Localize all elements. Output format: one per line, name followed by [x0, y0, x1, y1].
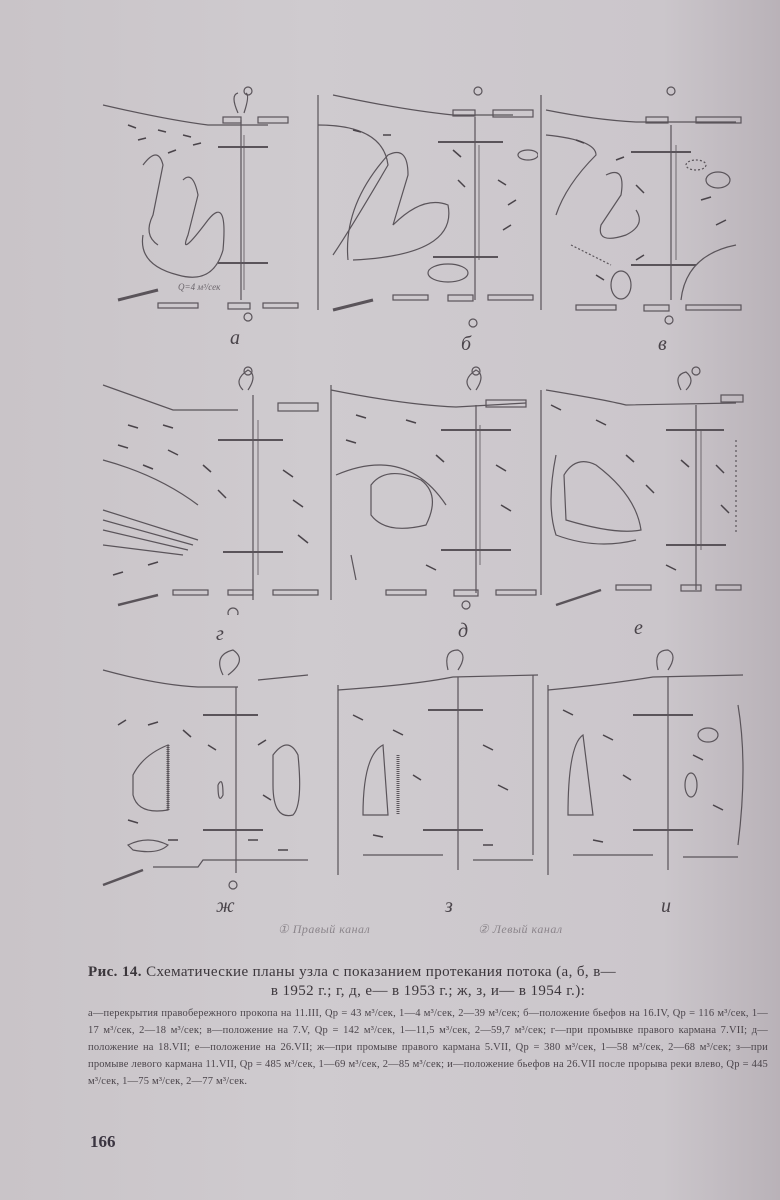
- caption-title-line1: Схематические планы узла с показанием пр…: [146, 964, 617, 980]
- caption-body: а—перекрытия правобережного прокопа на 1…: [88, 1008, 768, 1087]
- flow-plan-diagram: [540, 86, 742, 325]
- flow-plan-diagram: Q=4 м³/сек: [102, 86, 299, 322]
- flow-plan-diagram: [317, 86, 538, 328]
- flow-plan-diagram: [540, 366, 744, 607]
- panel-label: б: [461, 333, 472, 355]
- panel-zh: ж: [98, 645, 323, 917]
- caption-title: Рис. 14. Схематические планы узла с пока…: [88, 963, 768, 1001]
- figure-number: Рис. 14.: [88, 964, 142, 980]
- flow-plan-diagram: [337, 649, 539, 875]
- flow-plan-diagram: [102, 649, 309, 890]
- legend-left-channel: ② Левый канал: [478, 922, 563, 936]
- caption-title-line2: в 1952 г.; г, д, е— в 1953 г.; ж, з, и— …: [270, 983, 586, 999]
- figure-14: Q=4 м³/сек а: [88, 55, 768, 917]
- svg-text:Q=4 м³/сек: Q=4 м³/сек: [178, 282, 221, 292]
- flow-plan-diagram: [547, 649, 744, 875]
- panel-i: и: [543, 645, 758, 917]
- panel-label: в: [658, 333, 667, 355]
- panel-label: з: [445, 895, 453, 917]
- panel-label: д: [458, 620, 469, 642]
- panel-g: г: [98, 365, 323, 645]
- panel-e: е: [536, 365, 761, 639]
- figure-caption: Рис. 14. Схематические планы узла с пока…: [88, 963, 768, 1090]
- flow-plan-diagram: [330, 366, 537, 610]
- panel-c: в: [536, 85, 761, 355]
- panel-d: д: [326, 365, 541, 642]
- flow-plan-diagram: [102, 366, 319, 615]
- panel-label: е: [634, 617, 643, 639]
- legend-right-channel: ① Правый канал: [278, 922, 371, 936]
- panel-label: г: [216, 623, 224, 645]
- page-number: 166: [90, 1132, 116, 1151]
- panel-label: и: [661, 895, 671, 917]
- panel-b: б: [313, 85, 538, 355]
- panel-a: Q=4 м³/сек а: [98, 85, 308, 349]
- panel-z: з: [333, 645, 543, 917]
- panel-label: а: [230, 327, 240, 349]
- panel-label: ж: [216, 895, 235, 917]
